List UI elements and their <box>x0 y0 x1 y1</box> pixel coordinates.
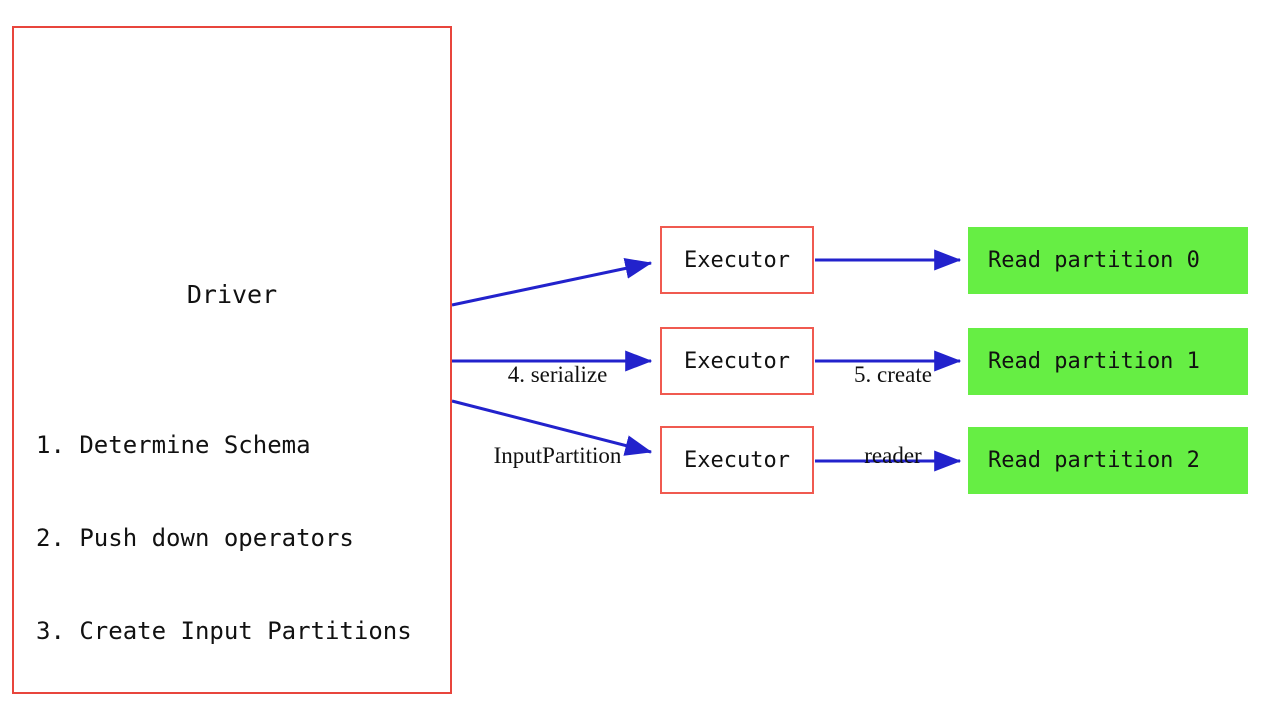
executor-label-3: Executor <box>684 447 790 473</box>
edge-label-serialize-line1: 4. serialize <box>507 362 608 387</box>
driver-box: Driver 1. Determine Schema 2. Push down … <box>12 26 452 694</box>
driver-steps-list: 1. Determine Schema 2. Push down operato… <box>36 368 412 709</box>
executor-box-3: Executor <box>660 426 814 494</box>
executor-box-1: Executor <box>660 226 814 294</box>
partition-box-1: Read partition 1 <box>968 328 1248 395</box>
partition-label-2: Read partition 2 <box>988 448 1200 473</box>
edge-label-serialize-line2: InputPartition <box>493 443 622 468</box>
edge-label-create-reader-line2: reader <box>864 443 922 468</box>
partition-label-0: Read partition 0 <box>988 248 1200 273</box>
executor-box-2: Executor <box>660 327 814 395</box>
arrow-driver-to-executor-1 <box>451 258 653 307</box>
driver-step-1: 1. Determine Schema <box>36 431 311 459</box>
partition-box-2: Read partition 2 <box>968 427 1248 494</box>
partition-box-0: Read partition 0 <box>968 227 1248 294</box>
partition-label-1: Read partition 1 <box>988 349 1200 374</box>
edge-label-serialize: 4. serialize InputPartition <box>470 307 645 523</box>
executor-label-2: Executor <box>684 348 790 374</box>
driver-step-2: 2. Push down operators <box>36 524 354 552</box>
edge-label-create-reader-line1: 5. create <box>854 362 932 387</box>
executor-label-1: Executor <box>684 247 790 273</box>
driver-step-3: 3. Create Input Partitions <box>36 617 412 645</box>
edge-label-create-reader: 5. create reader <box>828 307 958 523</box>
driver-title: Driver <box>186 280 278 309</box>
